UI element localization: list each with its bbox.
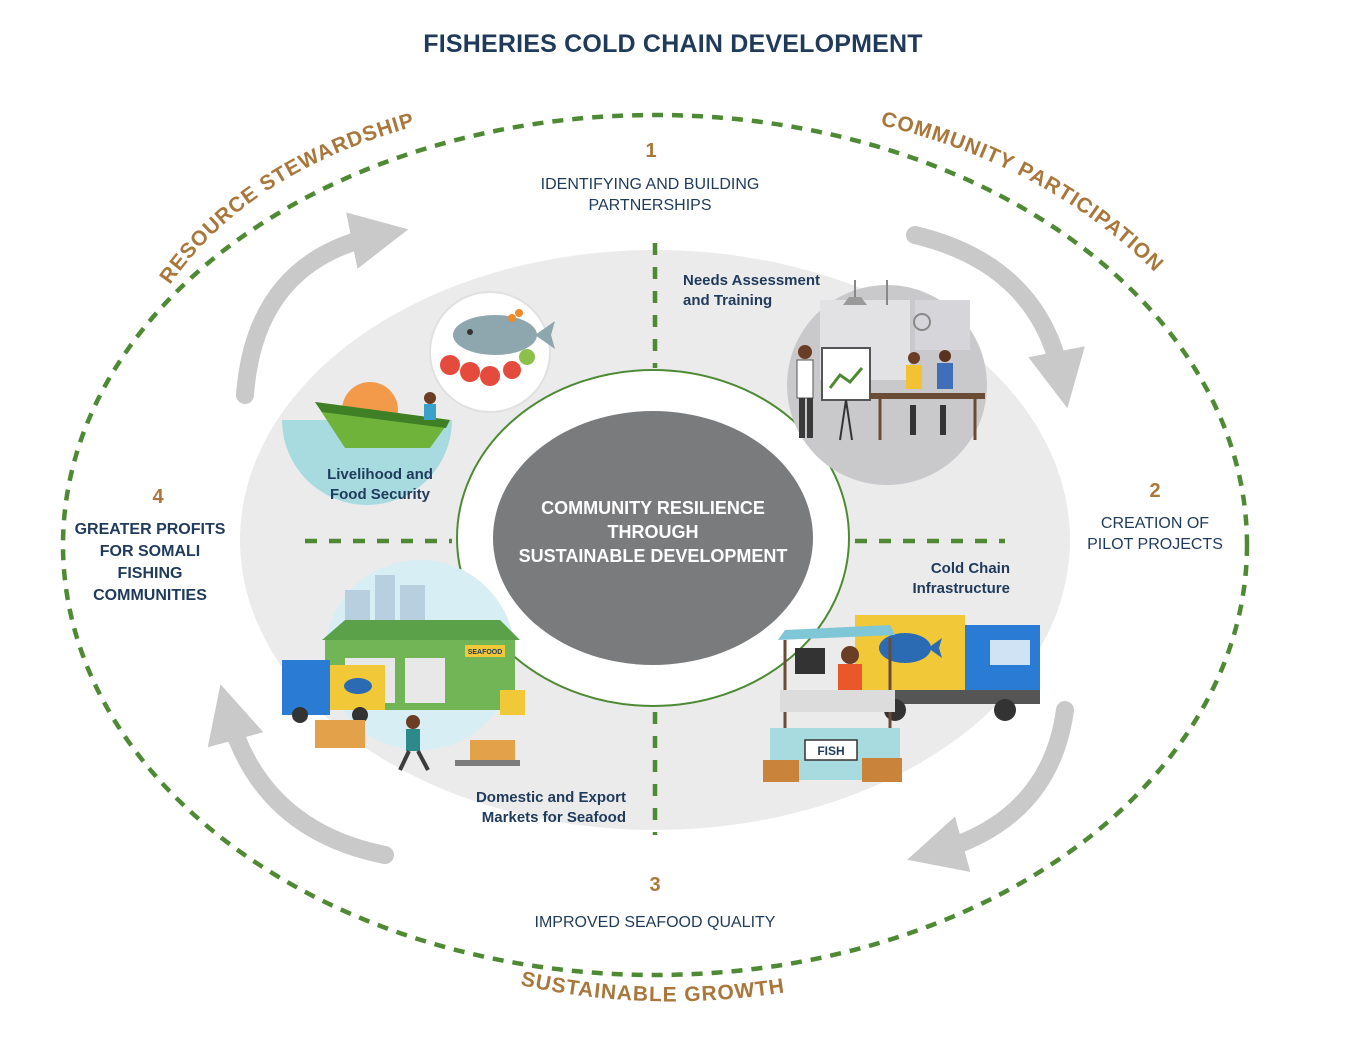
stage-1-line2: PARTNERSHIPS [588, 197, 712, 214]
ring-label-resource-stewardship: RESOURCE STEWARDSHIP [155, 109, 417, 288]
ring-label-community-participation: COMMUNITY PARTICIPATION [879, 108, 1168, 277]
stage-4-label: GREATER PROFITS FOR SOMALI FISHING COMMU… [55, 519, 245, 607]
quadrant-dividers [305, 243, 1005, 835]
quadrant-cold-chain: Cold Chain Infrastructure [880, 559, 1010, 599]
cold-chain-line2: Infrastructure [912, 580, 1010, 597]
seafood-sign-text: SEAFOOD [468, 649, 503, 656]
center-label: COMMUNITY RESILIENCE THROUGH SUSTAINABLE… [493, 496, 813, 568]
quadrant-markets: Domestic and Export Markets for Seafood [440, 788, 626, 828]
markets-line1: Domestic and Export [475, 789, 626, 806]
markets-illustration: SEAFOOD [282, 560, 525, 771]
livelihood-line1: Livelihood and [327, 466, 433, 483]
training-illustration [787, 280, 987, 485]
stage-2-line2: PILOT PROJECTS [1087, 536, 1223, 553]
food-security-illustration [282, 291, 555, 505]
stage-4-number: 4 [152, 486, 164, 508]
cold-chain-line1: Cold Chain [930, 560, 1010, 577]
stage-1-number: 1 [645, 140, 657, 162]
stage-4-line1: GREATER PROFITS [74, 521, 226, 538]
center-line2: THROUGH [607, 522, 699, 542]
arrow-bottom-left [207, 684, 394, 864]
stage-3-number: 3 [649, 874, 661, 896]
center-line1: COMMUNITY RESILIENCE [541, 498, 765, 518]
stage-4-line4: COMMUNITIES [93, 587, 207, 604]
stage-2-line1: CREATION OF [1100, 515, 1210, 532]
arrow-bottom-right [907, 701, 1074, 873]
needs-assessment-line1: Needs Assessment [683, 272, 821, 289]
stage-1-line1: IDENTIFYING AND BUILDING [540, 176, 760, 193]
needs-assessment-line2: and Training [683, 292, 773, 309]
stage-3-line1: IMPROVED SEAFOOD QUALITY [534, 914, 776, 931]
quadrant-needs-assessment: Needs Assessment and Training [683, 271, 853, 311]
arrow-top-right [906, 226, 1085, 409]
center-line3: SUSTAINABLE DEVELOPMENT [518, 546, 788, 566]
stage-1-label: IDENTIFYING AND BUILDING PARTNERSHIPS [470, 174, 830, 216]
stage-3-label: IMPROVED SEAFOOD QUALITY [470, 912, 840, 933]
arrow-top-left [236, 212, 409, 404]
stage-2-label: CREATION OF PILOT PROJECTS [1060, 513, 1250, 555]
outer-dashed-ring [60, 112, 1250, 978]
cycle-arrows [207, 212, 1085, 873]
markets-line2: Markets for Seafood [481, 809, 626, 826]
diagram-title: FISHERIES COLD CHAIN DEVELOPMENT [423, 30, 923, 58]
stage-2-number: 2 [1149, 480, 1161, 502]
cold-chain-illustration: FISH [763, 615, 1040, 782]
livelihood-line2: Food Security [329, 486, 430, 503]
center-disc [493, 411, 813, 665]
quadrant-livelihood: Livelihood and Food Security [310, 465, 450, 505]
fish-sign-text: FISH [817, 744, 844, 758]
stage-4-line2: FOR SOMALI [99, 543, 201, 560]
stage-4-line3: FISHING [117, 565, 183, 582]
